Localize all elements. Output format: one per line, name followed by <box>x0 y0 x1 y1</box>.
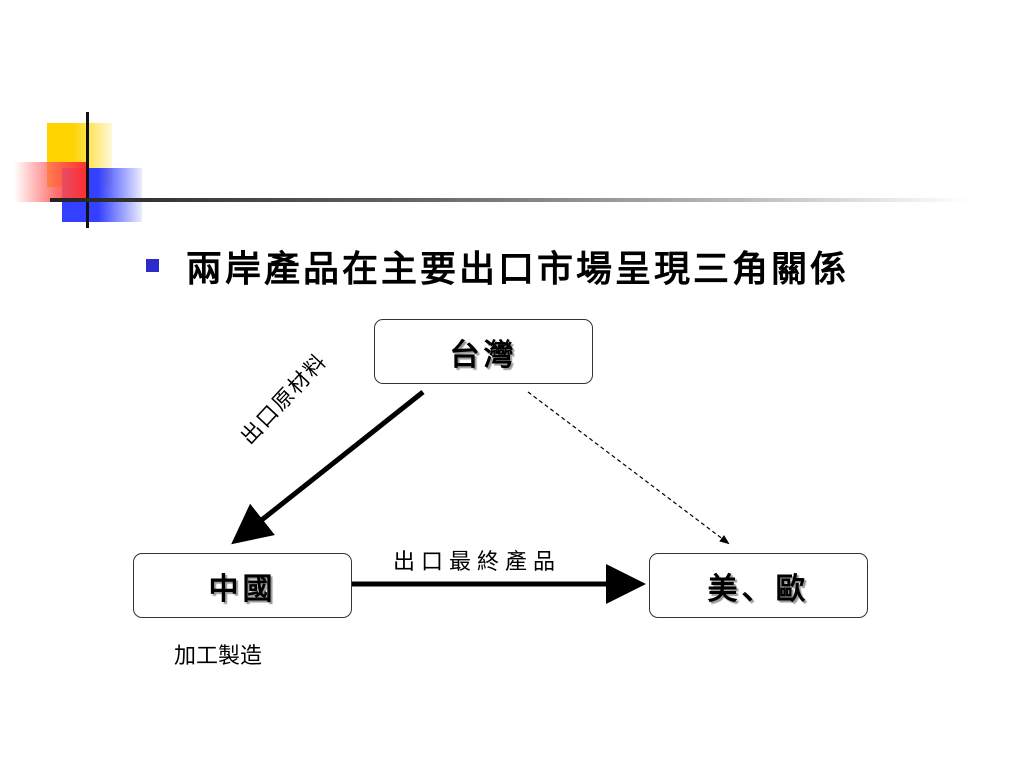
decor-red-bar <box>14 162 89 202</box>
node-us-europe: 美、歐 <box>649 553 868 618</box>
caption-processing-manufacturing: 加工製造 <box>174 644 263 669</box>
edge-label-export-final-products: 出口最終產品 <box>393 550 562 575</box>
arrow-taiwan-to-china <box>231 390 425 545</box>
bullet-square-icon <box>146 259 159 272</box>
arrow-taiwan-to-useu-dashed <box>527 391 730 545</box>
decor-vertical-line <box>86 112 89 228</box>
node-taiwan: 台灣 <box>374 319 593 384</box>
node-china: 中國 <box>133 553 352 618</box>
node-china-label: 中國 <box>208 571 277 607</box>
slide-heading: 兩岸產品在主要出口市場呈現三角關係 <box>186 248 850 290</box>
node-us-europe-label: 美、歐 <box>707 571 810 607</box>
node-taiwan-label: 台灣 <box>449 337 518 373</box>
decor-horizontal-rule <box>50 198 970 202</box>
